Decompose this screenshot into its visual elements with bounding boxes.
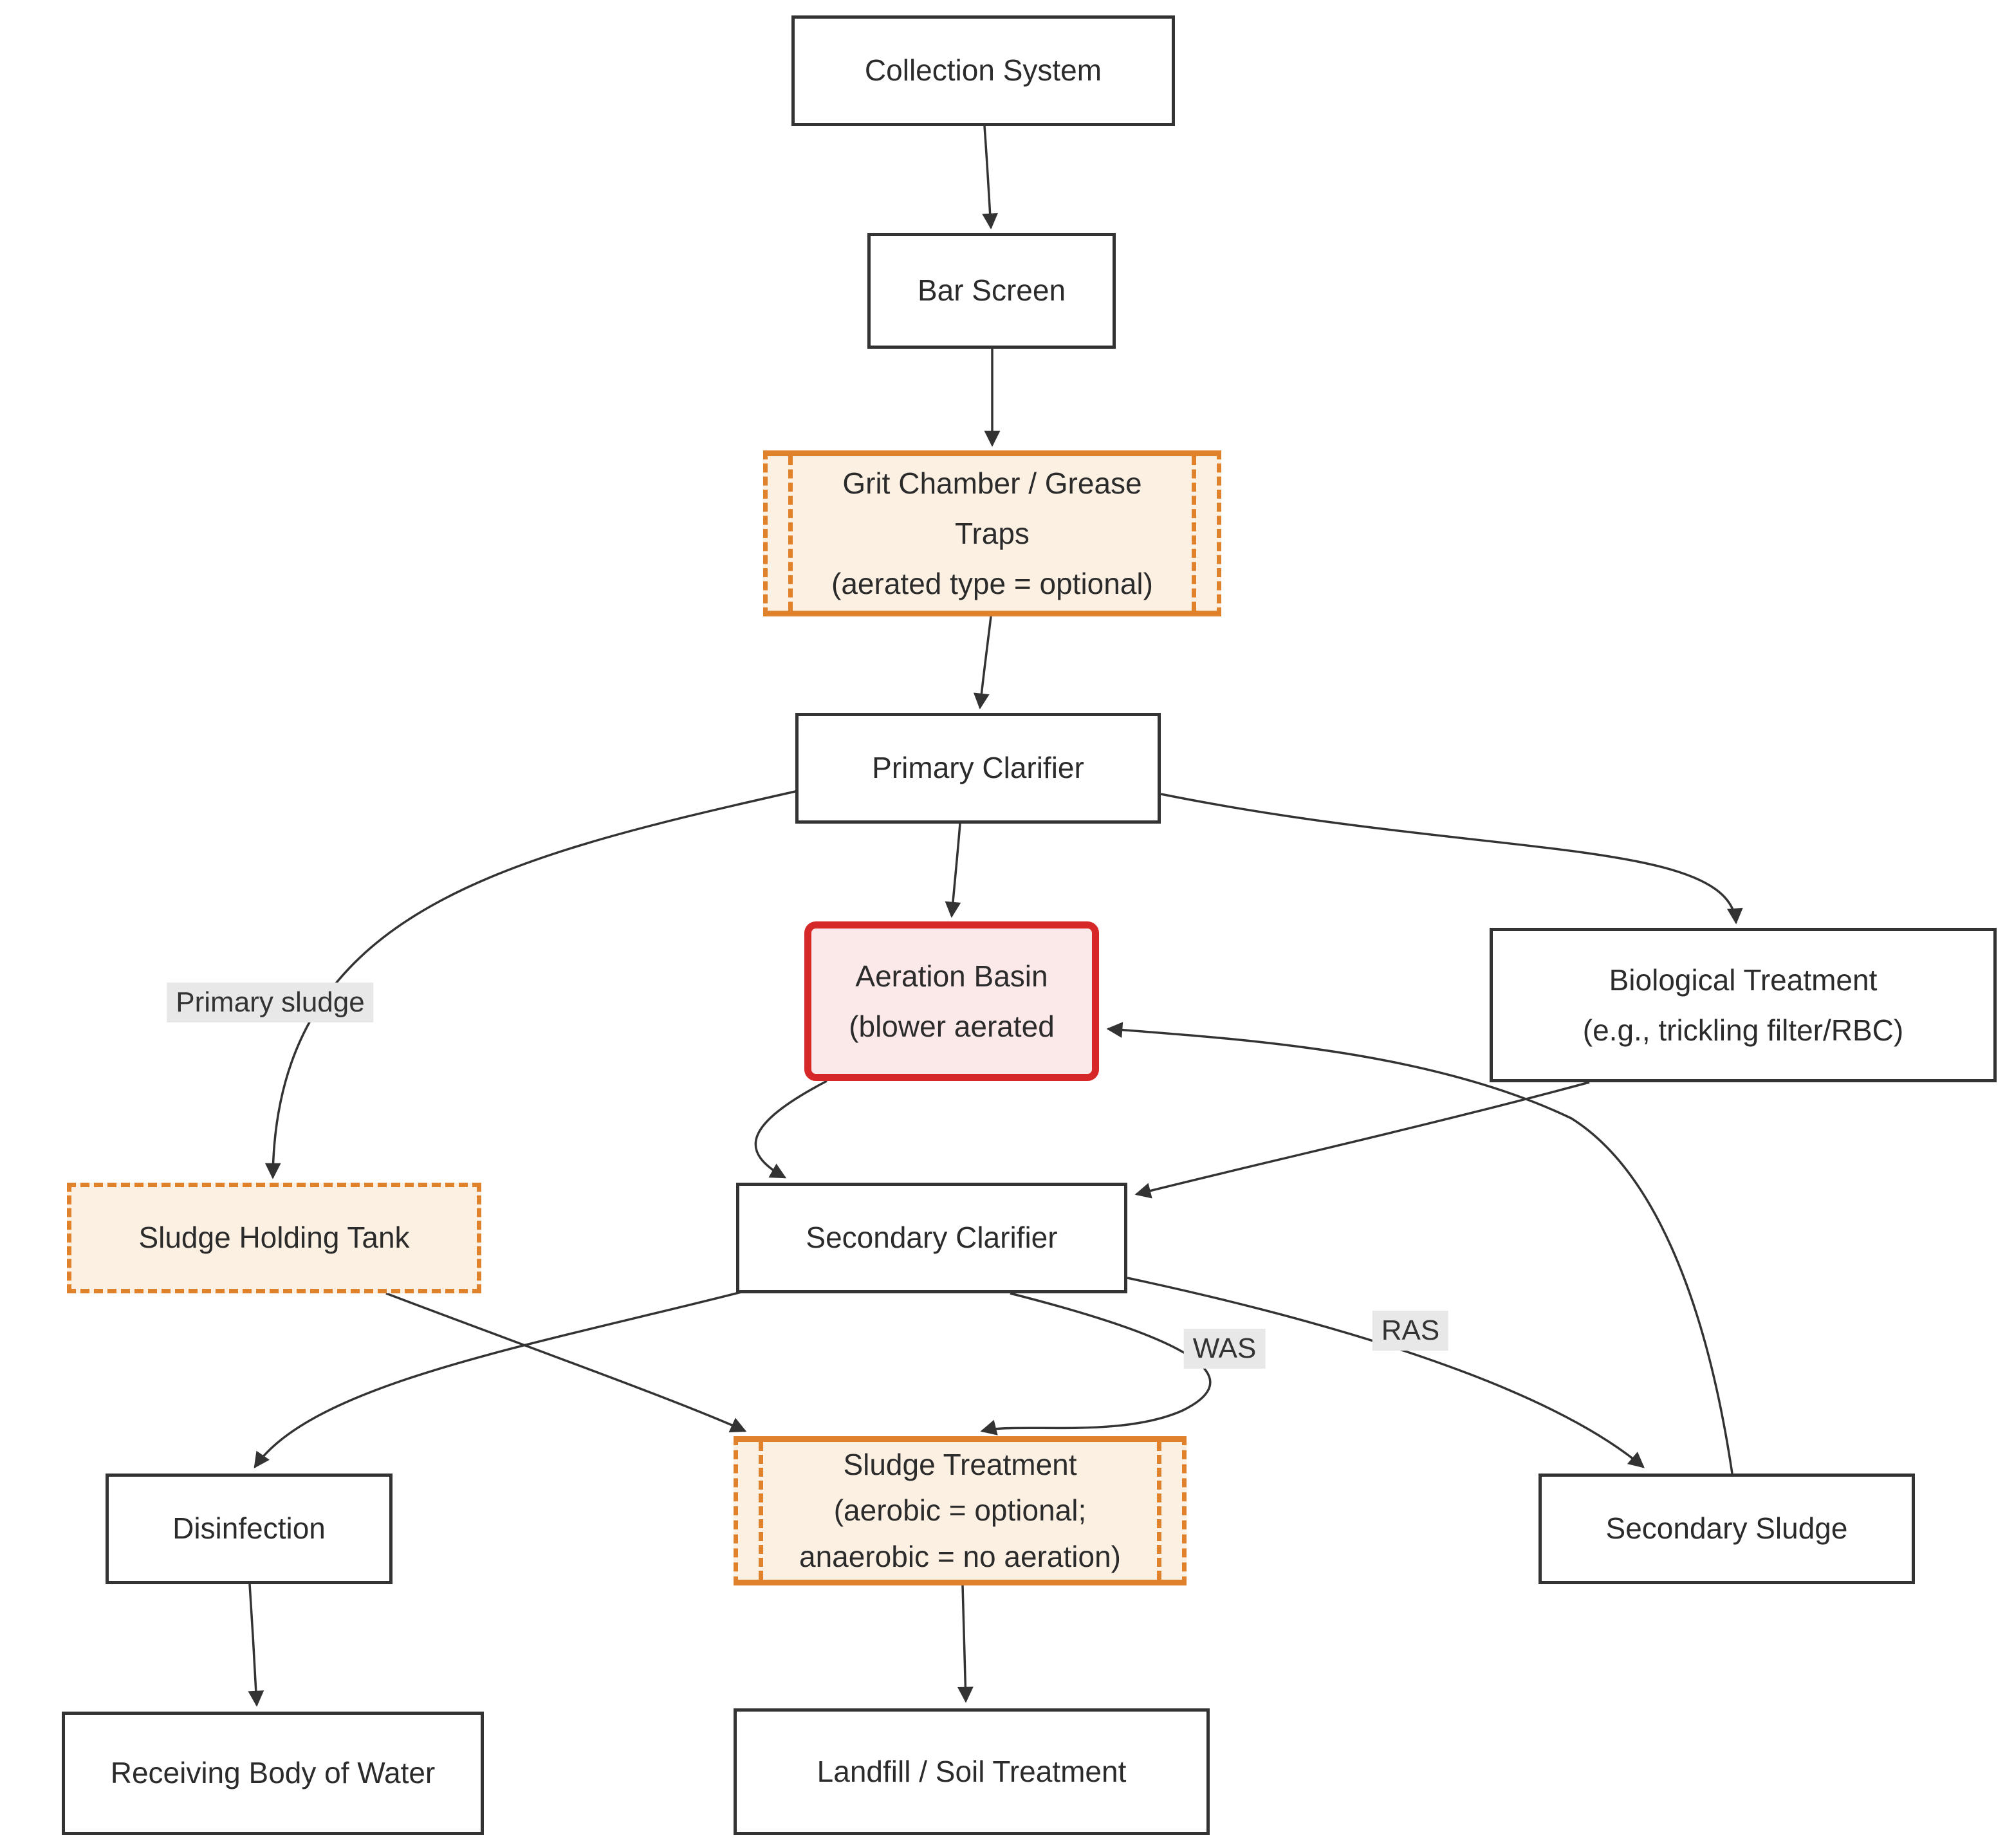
node-label: Secondary Sludge [1605, 1511, 1848, 1546]
node-label: Biological Treatment (e.g., trickling fi… [1582, 963, 1904, 1047]
edge-biological-to-secondaryclarifier [1134, 1081, 1590, 1199]
node-label: Primary Clarifier [872, 751, 1084, 785]
edge-sludgeholding-to-sludgetreatment [385, 1292, 747, 1432]
edge-label-primary-sludge: Primary sludge [167, 983, 374, 1022]
node-secondary-clarifier: Secondary Clarifier [736, 1183, 1127, 1293]
node-collection-system: Collection System [791, 15, 1175, 126]
node-label: Grit Chamber / Grease Traps (aerated typ… [831, 466, 1153, 601]
edge-label-was: WAS [1183, 1329, 1266, 1369]
node-sludge-treatment: Sludge Treatment (aerobic = optional; an… [734, 1436, 1187, 1585]
node-label: Sludge Treatment (aerobic = optional; an… [799, 1448, 1121, 1573]
edge-secondarysludge-to-aeration [1106, 1022, 1733, 1474]
edge-was-secondaryclarifier-to-sludgetreatment [980, 1292, 1212, 1436]
edge-primary-to-biological [1160, 793, 1743, 925]
node-label: Collection System [864, 53, 1102, 88]
node-label: Landfill / Soil Treatment [817, 1754, 1127, 1788]
edge-label-ras: RAS [1372, 1311, 1449, 1351]
node-biological-treatment: Biological Treatment (e.g., trickling fi… [1490, 928, 1997, 1082]
edge-sludgetreatment-to-landfill [957, 1585, 974, 1703]
edge-grit-to-primary [973, 616, 992, 710]
node-aeration-basin: Aeration Basin (blower aerated [804, 921, 1099, 1081]
node-primary-clarifier: Primary Clarifier [795, 713, 1161, 824]
edge-aeration-to-secondaryclarifier [754, 1080, 827, 1179]
node-label: Receiving Body of Water [110, 1756, 436, 1790]
edge-disinfection-to-receivingbody [248, 1584, 264, 1707]
node-label: Secondary Clarifier [806, 1221, 1058, 1255]
edge-secondaryclarifier-to-disinfection [254, 1291, 742, 1469]
node-disinfection: Disinfection [106, 1474, 393, 1584]
node-label: Sludge Holding Tank [138, 1221, 410, 1255]
edge-primary-to-sludgeholding [264, 790, 796, 1179]
edge-ras-secondaryclarifier-to-secondarysludge [1127, 1277, 1645, 1468]
node-grit-chamber: Grit Chamber / Grease Traps (aerated typ… [763, 450, 1221, 616]
node-receiving-body: Receiving Body of Water [62, 1712, 484, 1835]
node-secondary-sludge: Secondary Sludge [1538, 1474, 1915, 1584]
edge-primary-to-aeration [945, 823, 961, 918]
node-landfill: Landfill / Soil Treatment [734, 1708, 1210, 1835]
node-label: Aeration Basin (blower aerated [849, 959, 1055, 1043]
node-label: Bar Screen [917, 273, 1066, 308]
node-label: Disinfection [172, 1511, 326, 1546]
node-sludge-holding-tank: Sludge Holding Tank [67, 1183, 481, 1293]
node-bar-screen: Bar Screen [867, 233, 1116, 349]
edge-collection-to-barscreen [982, 125, 999, 230]
